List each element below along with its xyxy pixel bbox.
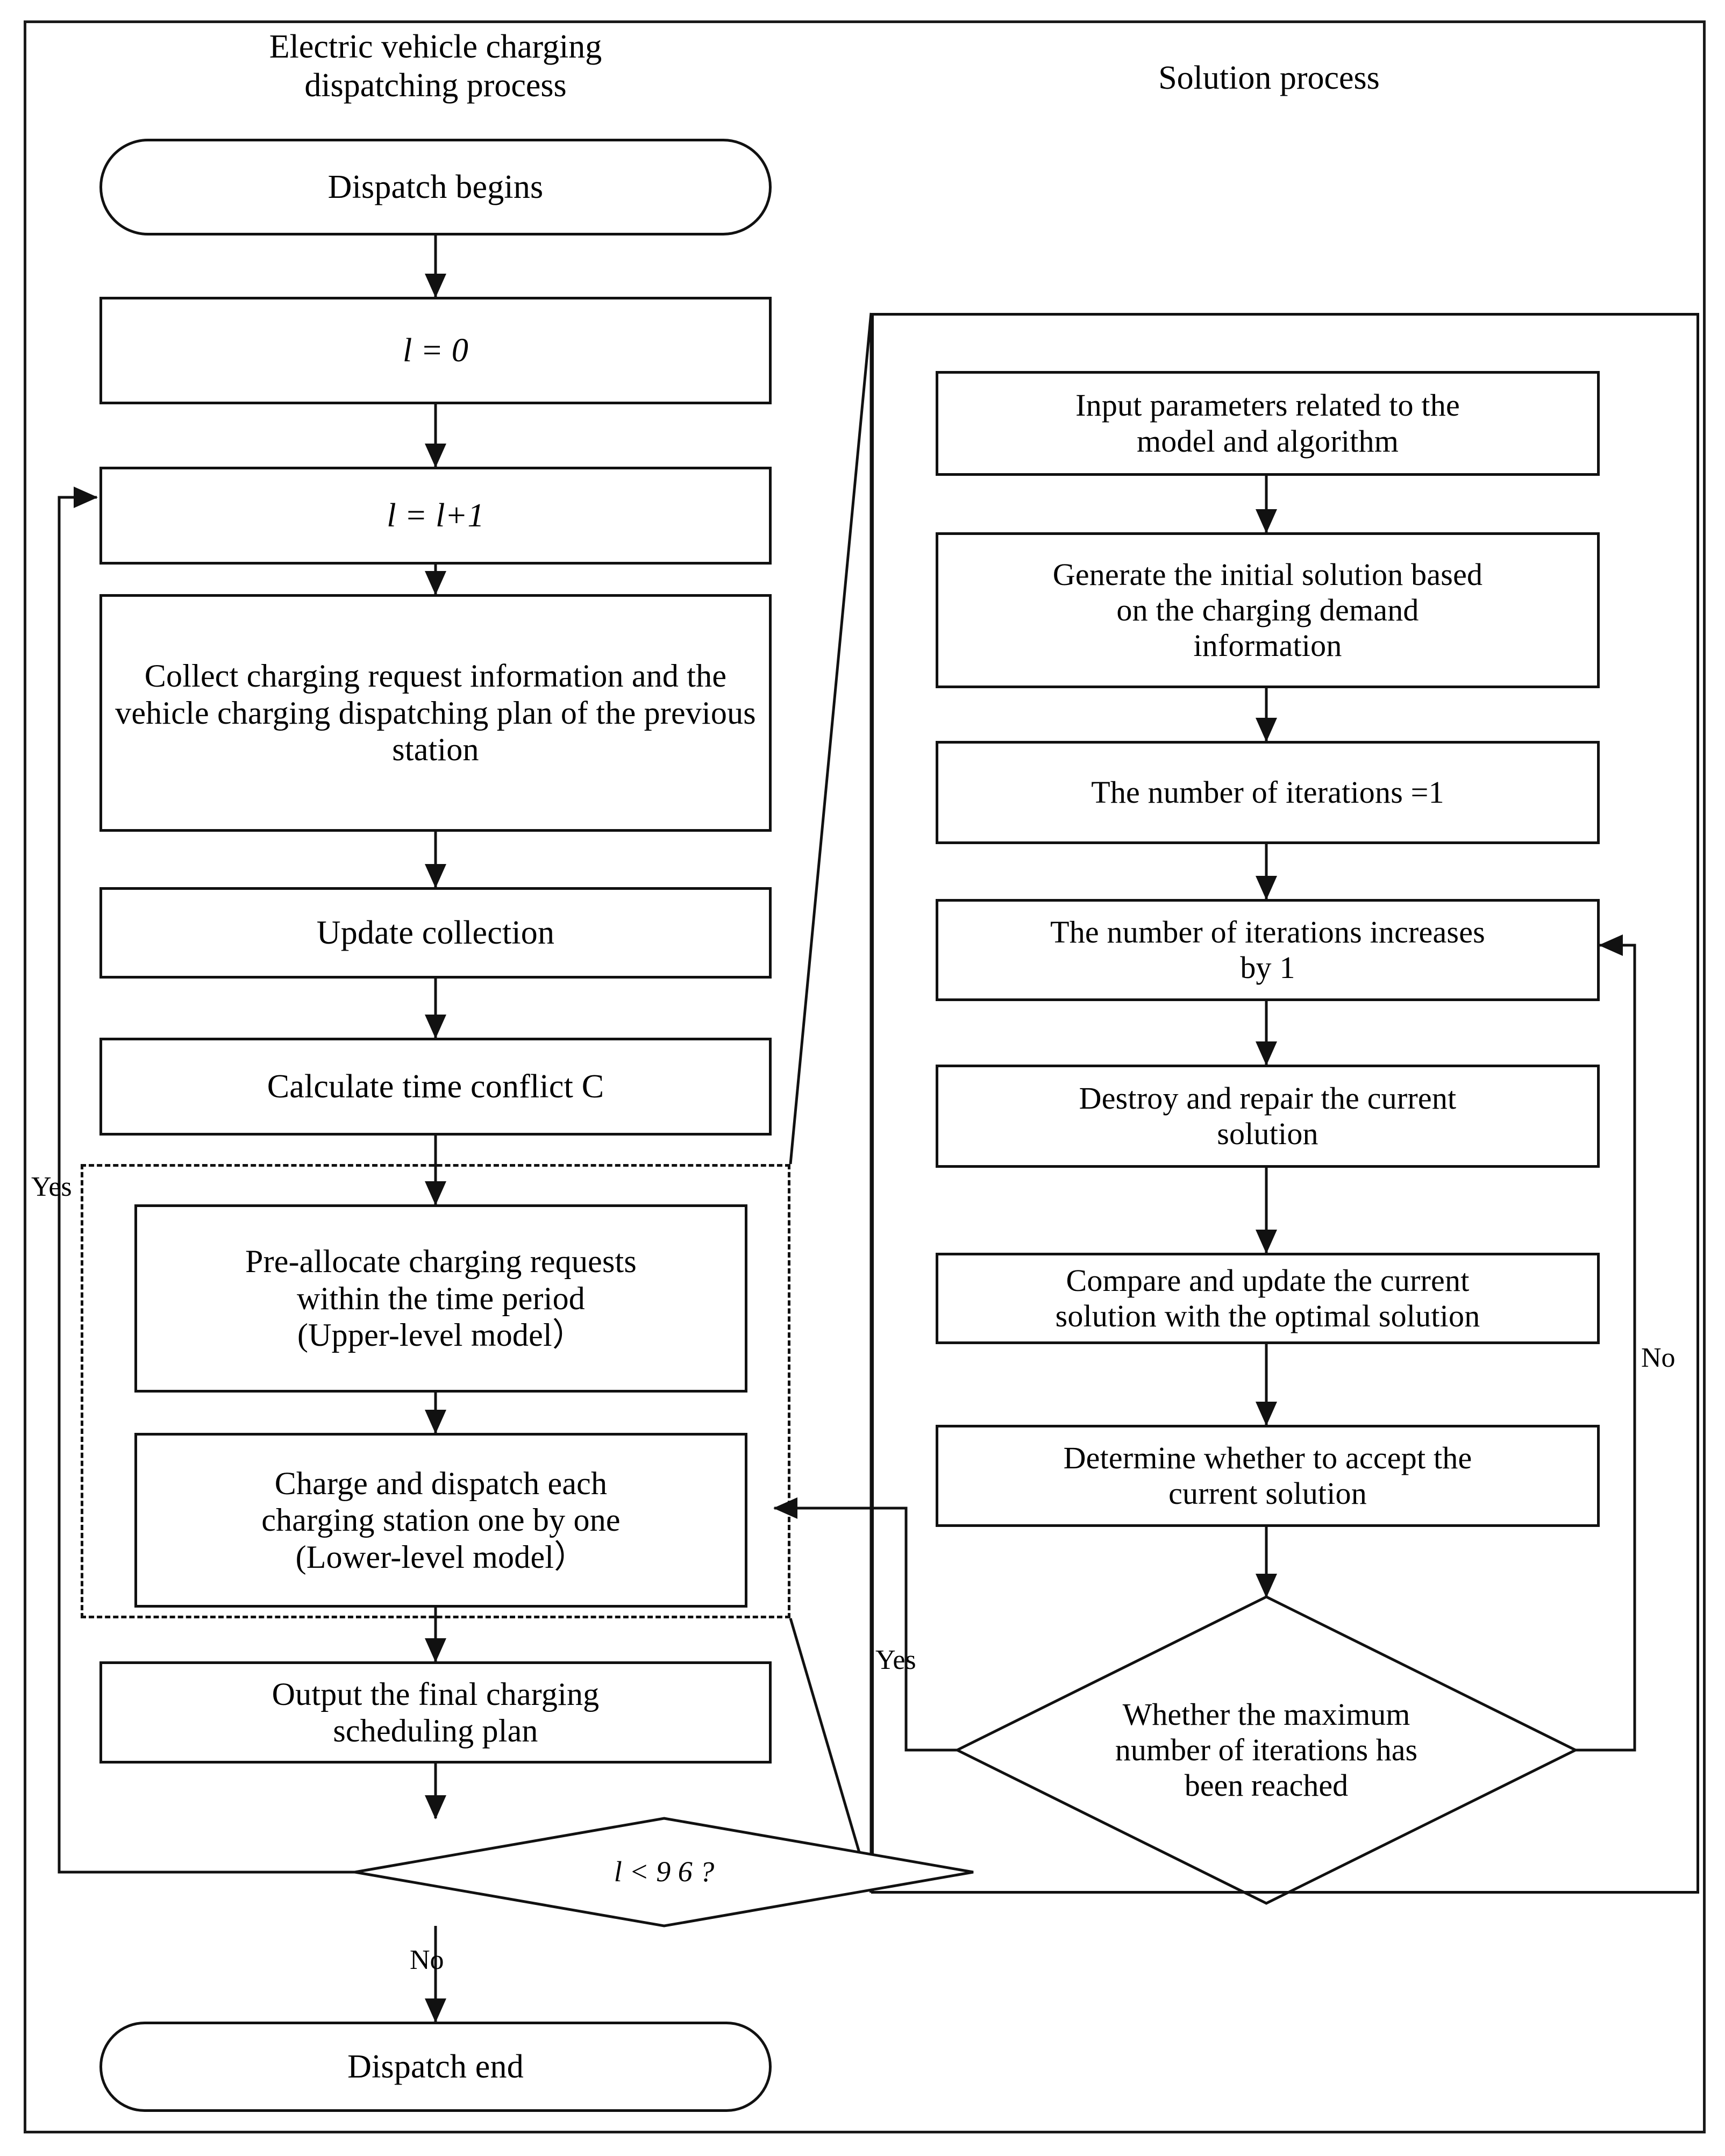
node-upper-level-model-line1: Pre-allocate charging requests [245,1244,637,1280]
node-destroy-repair-line2: solution [1217,1116,1318,1151]
node-update-collection[interactable]: Update collection [99,887,772,979]
node-dispatch-begins-label: Dispatch begins [327,168,544,205]
node-l-increment-label: l = l+1 [387,497,484,534]
node-upper-level-model-line3: (Upper-level model） [297,1317,585,1353]
node-input-parameters[interactable]: Input parameters related to the model an… [936,371,1600,476]
node-decision-max-iterations[interactable]: Whether the maximum number of iterations… [954,1595,1579,1905]
node-iterations-increase-line2: by 1 [1240,950,1295,985]
node-input-parameters-line2: model and algorithm [1136,423,1399,459]
node-update-collection-label: Update collection [316,914,555,951]
node-lower-level-model-line3: (Lower-level model） [295,1539,587,1575]
node-l-increment[interactable]: l = l+1 [99,467,772,565]
node-input-parameters-line1: Input parameters related to the [1075,388,1460,423]
edge-label-left-exit-no: No [410,1945,444,1975]
node-dispatch-end[interactable]: Dispatch end [99,2022,772,2112]
edge-label-right-exit-yes: Yes [875,1645,916,1675]
edge-label-left-loop-yes: Yes [31,1172,72,1202]
left-heading-line1: Electric vehicle charging [269,28,602,65]
bilevel-model-group [81,1164,790,1618]
node-dispatch-begins[interactable]: Dispatch begins [99,139,772,235]
node-compare-update-line2: solution with the optimal solution [1055,1298,1480,1333]
node-generate-initial-solution[interactable]: Generate the initial solution based on t… [936,532,1600,688]
node-iterations-increase-line1: The number of iterations increases [1050,914,1485,950]
node-lower-level-model-line2: charging station one by one [261,1502,621,1538]
node-generate-initial-solution-line2: on the charging demand [1116,592,1419,627]
node-output-schedule-line1: Output the final charging [272,1676,600,1712]
node-collect-request-info[interactable]: Collect charging request information and… [99,594,772,832]
node-lower-level-model-line1: Charge and dispatch each [274,1465,608,1501]
left-heading-line2: dispatching process [304,67,567,104]
node-upper-level-model-line2: within the time period [297,1280,585,1316]
node-generate-initial-solution-line1: Generate the initial solution based [1052,556,1483,592]
node-upper-level-model[interactable]: Pre-allocate charging requests within th… [134,1204,747,1393]
node-lower-level-model[interactable]: Charge and dispatch each charging statio… [134,1433,747,1608]
node-compare-update[interactable]: Compare and update the current solution … [936,1253,1600,1344]
node-iterations-init[interactable]: The number of iterations =1 [936,741,1600,844]
node-dispatch-end-label: Dispatch end [347,2048,524,2085]
node-decision-max-iterations-line1: Whether the maximum [1122,1696,1410,1732]
node-compare-update-line1: Compare and update the current [1066,1262,1470,1298]
left-column-heading: Electric vehicle charging dispatching pr… [97,28,774,105]
node-decision-l-lt-96[interactable]: l < 9 6 ? [354,1817,974,1927]
node-calculate-time-conflict[interactable]: Calculate time conflict C [99,1038,772,1136]
edge-label-right-loop-no: No [1641,1343,1676,1373]
node-generate-initial-solution-line3: information [1193,628,1342,663]
node-l-equals-zero-label: l = 0 [402,332,469,369]
node-accept-current-solution-line1: Determine whether to accept the [1063,1440,1472,1475]
node-destroy-repair-line1: Destroy and repair the current [1079,1080,1457,1116]
node-output-schedule-line2: scheduling plan [333,1713,538,1748]
node-decision-max-iterations-line3: been reached [1184,1768,1349,1803]
node-calculate-time-conflict-label: Calculate time conflict C [267,1068,604,1105]
node-output-schedule[interactable]: Output the final charging scheduling pla… [99,1661,772,1764]
node-accept-current-solution-line2: current solution [1168,1476,1367,1511]
node-collect-request-info-label: Collect charging request information and… [115,658,756,768]
node-accept-current-solution[interactable]: Determine whether to accept the current … [936,1425,1600,1527]
node-iterations-init-label: The number of iterations =1 [1091,774,1444,810]
node-decision-label: l < 9 6 ? [614,1855,715,1888]
node-destroy-repair[interactable]: Destroy and repair the current solution [936,1065,1600,1168]
right-column-heading: Solution process [946,59,1592,98]
node-l-equals-zero[interactable]: l = 0 [99,297,772,404]
right-heading-label: Solution process [1158,60,1380,96]
node-iterations-increase[interactable]: The number of iterations increases by 1 [936,899,1600,1001]
solution-process-container [871,313,1699,1894]
node-decision-max-iterations-line2: number of iterations has [1115,1732,1418,1767]
